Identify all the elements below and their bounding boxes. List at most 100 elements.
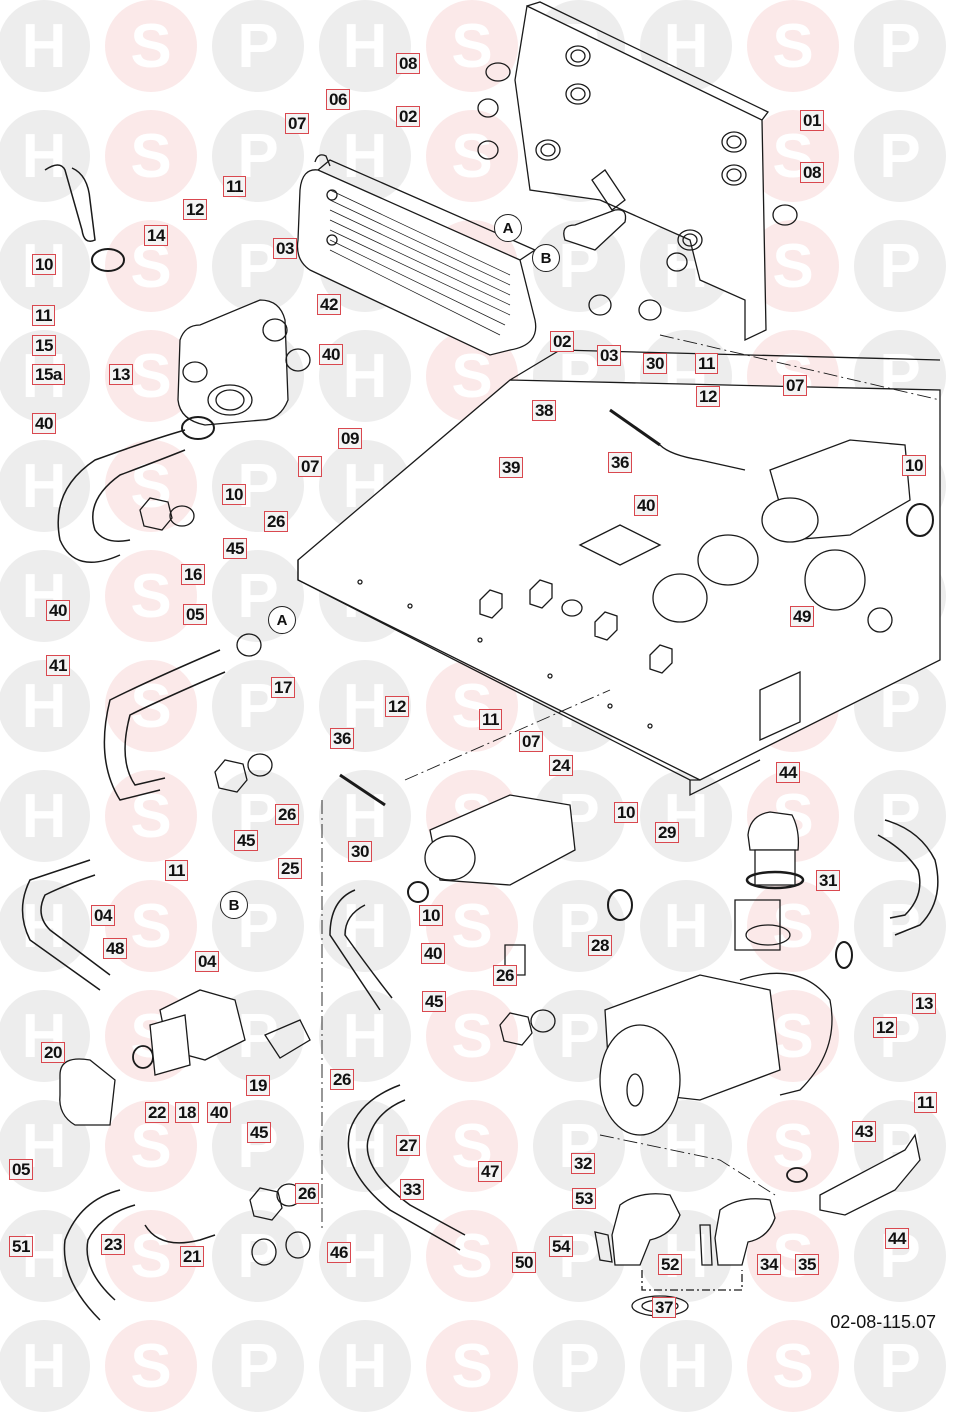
part-callout-51[interactable]: 51 [9,1236,33,1257]
part-callout-07[interactable]: 07 [783,375,807,396]
part-callout-07[interactable]: 07 [519,731,543,752]
part-callout-50[interactable]: 50 [512,1252,536,1273]
part-callout-43[interactable]: 43 [852,1121,876,1142]
part-callout-12[interactable]: 12 [696,386,720,407]
part-callout-32[interactable]: 32 [571,1153,595,1174]
part-callout-15[interactable]: 15 [32,335,56,356]
part-callout-28[interactable]: 28 [588,935,612,956]
part-callout-30[interactable]: 30 [348,841,372,862]
part-callout-39[interactable]: 39 [499,457,523,478]
watermark-h-circle: H [319,1100,411,1192]
part-callout-26[interactable]: 26 [330,1069,354,1090]
part-callout-04[interactable]: 04 [91,905,115,926]
part-callout-02[interactable]: 02 [550,331,574,352]
watermark-h-circle: H [640,880,732,972]
part-callout-09[interactable]: 09 [338,428,362,449]
part-callout-40[interactable]: 40 [46,600,70,621]
part-callout-41[interactable]: 41 [46,655,70,676]
part-callout-16[interactable]: 16 [181,564,205,585]
part-callout-54[interactable]: 54 [549,1236,573,1257]
part-callout-12[interactable]: 12 [183,199,207,220]
part-callout-11[interactable]: 11 [165,860,188,881]
part-callout-12[interactable]: 12 [873,1017,897,1038]
part-callout-40[interactable]: 40 [32,413,56,434]
part-callout-45[interactable]: 45 [234,830,258,851]
part-callout-12[interactable]: 12 [385,696,409,717]
part-callout-31[interactable]: 31 [816,870,840,891]
part-callout-40[interactable]: 40 [319,344,343,365]
part-callout-30[interactable]: 30 [643,353,667,374]
part-callout-15a[interactable]: 15a [32,364,65,385]
part-callout-19[interactable]: 19 [246,1075,270,1096]
part-callout-10[interactable]: 10 [902,455,926,476]
part-callout-11[interactable]: 11 [695,353,718,374]
part-callout-08[interactable]: 08 [396,53,420,74]
part-callout-05[interactable]: 05 [9,1159,33,1180]
part-callout-26[interactable]: 26 [275,804,299,825]
part-callout-10[interactable]: 10 [614,802,638,823]
part-callout-26[interactable]: 26 [295,1183,319,1204]
part-callout-13[interactable]: 13 [912,993,936,1014]
part-callout-23[interactable]: 23 [101,1234,125,1255]
part-callout-03[interactable]: 03 [273,238,297,259]
part-callout-05[interactable]: 05 [183,604,207,625]
part-callout-45[interactable]: 45 [247,1122,271,1143]
part-callout-07[interactable]: 07 [285,113,309,134]
part-callout-53[interactable]: 53 [572,1188,596,1209]
part-callout-46[interactable]: 46 [327,1242,351,1263]
part-callout-26[interactable]: 26 [493,965,517,986]
part-callout-35[interactable]: 35 [795,1254,819,1275]
part-callout-11[interactable]: 11 [32,305,55,326]
part-callout-18[interactable]: 18 [175,1102,199,1123]
part-callout-01[interactable]: 01 [800,110,824,131]
part-callout-11[interactable]: 11 [223,176,246,197]
part-callout-17[interactable]: 17 [271,677,295,698]
part-callout-29[interactable]: 29 [655,822,679,843]
part-callout-33[interactable]: 33 [400,1179,424,1200]
part-callout-48[interactable]: 48 [103,938,127,959]
part-callout-10[interactable]: 10 [32,254,56,275]
valve-body-left [177,299,289,426]
part-callout-42[interactable]: 42 [317,294,341,315]
watermark-h-circle: H [0,660,90,752]
watermark-p-circle: P [854,110,946,202]
part-callout-22[interactable]: 22 [145,1102,169,1123]
part-callout-02[interactable]: 02 [396,106,420,127]
safety-valves [594,1193,776,1317]
part-callout-14[interactable]: 14 [144,225,168,246]
part-callout-47[interactable]: 47 [478,1161,502,1182]
watermark-p-circle: P [212,1210,304,1302]
part-callout-27[interactable]: 27 [396,1135,420,1156]
part-callout-03[interactable]: 03 [597,345,621,366]
part-callout-40[interactable]: 40 [634,495,658,516]
part-callout-06[interactable]: 06 [326,89,350,110]
watermark-h-circle: H [0,550,90,642]
part-callout-45[interactable]: 45 [422,991,446,1012]
part-callout-40[interactable]: 40 [421,943,445,964]
part-callout-11[interactable]: 11 [914,1092,937,1113]
part-callout-08[interactable]: 08 [800,162,824,183]
part-callout-34[interactable]: 34 [757,1254,781,1275]
watermark-s-circle: S [105,110,197,202]
part-callout-40[interactable]: 40 [207,1102,231,1123]
part-callout-07[interactable]: 07 [298,456,322,477]
part-callout-45[interactable]: 45 [223,538,247,559]
part-callout-26[interactable]: 26 [264,511,288,532]
part-callout-10[interactable]: 10 [419,905,443,926]
part-callout-52[interactable]: 52 [658,1254,682,1275]
part-callout-24[interactable]: 24 [549,755,573,776]
part-callout-38[interactable]: 38 [532,400,556,421]
part-callout-36[interactable]: 36 [608,452,632,473]
part-callout-44[interactable]: 44 [885,1228,909,1249]
part-callout-44[interactable]: 44 [776,762,800,783]
part-callout-21[interactable]: 21 [180,1246,204,1267]
part-callout-13[interactable]: 13 [109,364,133,385]
part-callout-25[interactable]: 25 [278,858,302,879]
part-callout-10[interactable]: 10 [222,484,246,505]
part-callout-04[interactable]: 04 [195,951,219,972]
part-callout-20[interactable]: 20 [41,1042,65,1063]
part-callout-11[interactable]: 11 [479,709,502,730]
part-callout-49[interactable]: 49 [790,606,814,627]
part-callout-36[interactable]: 36 [330,728,354,749]
part-callout-37[interactable]: 37 [652,1297,676,1318]
